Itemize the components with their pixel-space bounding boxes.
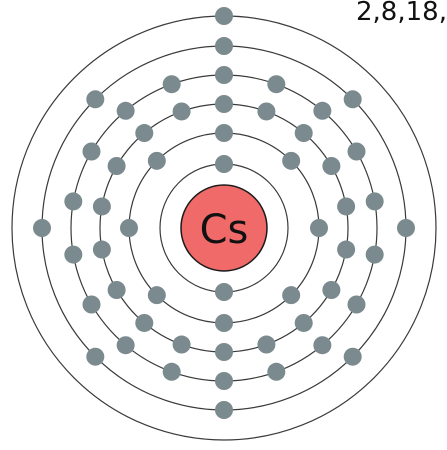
electron-shell-3 — [257, 335, 276, 354]
electron-shell-5 — [343, 90, 362, 109]
electron-shell-3 — [135, 313, 154, 332]
electron-shell-4 — [313, 101, 332, 120]
electron-shell-4 — [215, 66, 233, 84]
electron-shell-5 — [397, 219, 415, 237]
element-symbol: Cs — [200, 207, 249, 253]
electron-shell-3 — [92, 197, 111, 216]
electron-shell-2 — [147, 151, 166, 170]
electron-shell-5 — [86, 347, 105, 366]
electron-shell-3 — [107, 157, 126, 175]
electron-shell-3 — [337, 197, 356, 216]
electron-shell-4 — [347, 295, 366, 314]
electron-shell-4 — [347, 142, 366, 161]
electron-shell-3 — [135, 124, 154, 143]
electron-shell-4 — [215, 372, 233, 390]
electron-shell-4 — [82, 295, 101, 314]
electron-shell-4 — [162, 362, 181, 381]
electron-shell-4 — [64, 245, 83, 264]
electron-shell-1 — [215, 155, 233, 173]
electron-shell-2 — [120, 219, 138, 237]
electron-shell-5 — [33, 219, 51, 237]
electron-shell-2 — [282, 151, 301, 170]
electron-shell-3 — [322, 157, 341, 175]
electron-shell-3 — [294, 124, 313, 143]
electron-shell-3 — [172, 102, 191, 121]
electron-shell-3 — [107, 281, 126, 299]
electron-shell-4 — [64, 192, 83, 211]
electron-shell-3 — [294, 313, 313, 332]
electron-shell-4 — [162, 75, 181, 94]
nucleus — [180, 184, 268, 272]
electron-shell-5 — [215, 401, 233, 419]
electron-shell-5 — [86, 90, 105, 109]
electron-shell-2 — [215, 124, 233, 142]
electron-shell-4 — [82, 142, 101, 161]
electron-shell-2 — [282, 286, 301, 305]
electron-shell-3 — [215, 95, 233, 113]
electron-shell-5 — [343, 347, 362, 366]
electron-shell-4 — [116, 101, 135, 120]
electron-shell-4 — [267, 75, 286, 94]
electron-shell-2 — [215, 314, 233, 332]
electron-shell-4 — [313, 336, 332, 355]
electron-shell-1 — [215, 283, 233, 301]
electron-shell-5 — [215, 37, 233, 55]
electron-shell-2 — [147, 286, 166, 305]
electrons — [33, 7, 415, 419]
electron-shell-3 — [257, 102, 276, 121]
electron-shell-4 — [365, 245, 384, 264]
electron-shell-4 — [365, 192, 384, 211]
electron-shell-3 — [322, 281, 341, 299]
electron-shell-3 — [337, 240, 356, 259]
electron-shell-3 — [215, 343, 233, 361]
electron-shell-4 — [267, 362, 286, 381]
electron-shell-3 — [92, 240, 111, 259]
shell-configuration-label: 2,8,18,18,8,1 — [356, 0, 447, 27]
electron-shell-2 — [310, 219, 328, 237]
electron-shell-4 — [116, 336, 135, 355]
electron-shell-6 — [215, 7, 233, 25]
electron-shell-3 — [172, 335, 191, 354]
